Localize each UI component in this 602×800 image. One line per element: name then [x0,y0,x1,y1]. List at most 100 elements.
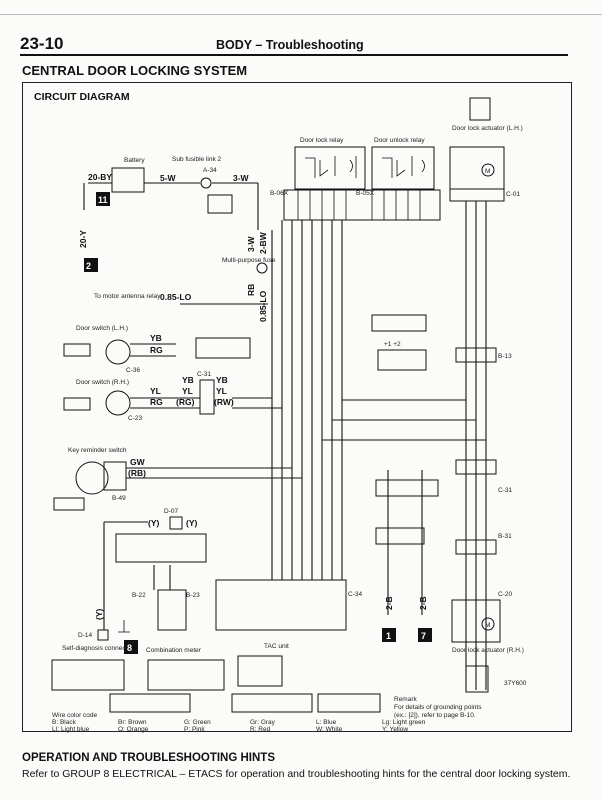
d14-connector [97,629,109,641]
system-title: CENTRAL DOOR LOCKING SYSTEM [22,63,248,78]
svg-text:M: M [485,622,490,629]
wire-085lo: 0.85-LO [160,292,192,302]
wire-3w: 3-W [233,173,250,183]
d14-label: D-14 [78,632,92,639]
color-entry-gray: Gr: Gray [250,719,276,726]
door-unlock-relay-box [371,146,435,190]
color-entry-yellow: Y: Yellow [382,726,408,733]
harness-verticals [271,220,343,580]
a34-label: A-34 [203,167,217,174]
wire-yl-rh2: YL [182,386,193,396]
connector-view-2 [377,349,427,371]
color-entry-orange: O: Orange [118,726,149,733]
wire-rb: RB [246,284,256,296]
key-reminder-switch-symbol [75,461,109,495]
page-number: 23-10 [20,34,64,53]
color-entry-light-blue: LI: Light blue [52,726,90,733]
wire-rg-paren: (RG) [176,397,195,407]
d07-label: D-07 [164,508,178,515]
wire-color-code-title: Wire color code [52,712,98,719]
actuator-lh-plug [469,97,491,121]
actuator-lh-label: Door lock actuator (L.H.) [452,125,523,132]
wire-085lo-vertical: 0.85-LO [258,290,268,322]
tac-unit-box [215,579,347,631]
wire-rg-rh: RG [150,397,163,407]
connector-view-b31 [375,527,425,545]
ground-wires-1-7 [387,470,423,615]
b49-connector-view [53,497,85,511]
color-entry-red: R: Red [250,726,271,733]
actuator-rh-plug [465,665,489,693]
b23-label: B-23 [186,592,200,599]
battery-feed-wire [88,182,259,230]
section-title: BODY – Troubleshooting [216,38,364,52]
key-reminder-switch-label: Key reminder switch [68,447,127,454]
ground-11-label: 11 [98,195,108,205]
wire-rg-lh: RG [150,345,163,355]
wire-y-d07a: (Y) [148,518,160,528]
key-reminder-wires [126,467,302,479]
b49-label: B-49 [112,495,126,502]
ground-2-label: 2 [86,261,91,271]
ground-7-label: 7 [421,631,426,641]
multi-purpose-fuse-symbol [256,262,268,274]
remark-title: Remark [394,696,418,703]
multi-purpose-fuse-label: Multi-purpose fuse [222,257,276,264]
door-switch-rh-wires [130,397,282,409]
color-entry-blue: L: Blue [316,719,337,726]
door-switch-lh-label: Door switch (L.H.) [76,325,128,332]
self-diagnosis-label: Self-diagnosis connector [62,645,134,652]
fusible-link-symbol [200,177,212,189]
wire-yl-c31: YL [216,386,227,396]
c31-right-connector [455,459,497,475]
b22-label: B-22 [132,592,146,599]
actuator-rh-box [451,599,501,643]
connector-view-bottom-3 [109,693,191,713]
actuator-rh-label: Door lock actuator (R.H.) [452,647,524,654]
wire-20y: 20-Y [78,230,88,248]
c34-label: C-34 [348,591,362,598]
b31-connector [455,539,497,555]
d07-wire [103,521,148,630]
fuse-box-plug [207,194,233,214]
b22-b23-wires [153,565,171,590]
svg-text:M: M [485,168,490,175]
remark-line-1: For details of grounding points [394,704,482,711]
wire-20by: 20-BY [88,172,112,182]
wire-2b-b: 2-B [418,596,428,610]
door-switch-lh-wires [130,343,176,357]
c23-label: C-23 [128,415,142,422]
door-switch-rh-connector-view [63,397,91,411]
header-rule [20,54,568,56]
ground-1-label: 1 [386,631,391,641]
door-switch-rh-symbol [105,390,131,416]
connector-view-c36 [195,337,251,359]
wire-gw: GW [130,457,146,467]
key-reminder-plug [103,461,127,491]
remark-line-2: (ex.: [2]), refer to page B-10. [394,712,476,719]
connector-view-bottom-5 [317,693,381,713]
wire-2bw: 2-BW [258,231,268,254]
sub-fusible-link-label: Sub fusible link 2 [172,156,222,163]
ground-8-badge [124,640,138,654]
wire-yb-lh: YB [150,333,162,343]
ground-8-symbol [118,620,130,633]
wire-2b-a: 2-B [384,596,394,610]
connector-view-bottom-1 [51,659,125,691]
b13-connector [455,347,497,363]
wire-3w-vertical: 3-W [246,235,256,252]
wire-yb-rh: YB [182,375,194,385]
actuator-rh-motor [481,617,495,631]
diagram-frame [22,82,572,732]
operation-text: Refer to GROUP 8 ELECTRICAL – ETACS for … [22,768,571,780]
wire-rb-paren: (RB) [128,468,146,478]
ground-8-label: 8 [127,643,132,653]
color-entry-brown: Br: Brown [118,719,147,726]
operation-heading: OPERATION AND TROUBLESHOOTING HINTS [22,752,275,764]
door-lock-relay-box [294,146,366,190]
pin-numbers: +1 +2 [384,341,401,348]
battery-symbol [111,167,145,193]
d07-connector [169,516,183,530]
harness-right-verticals [465,201,487,690]
